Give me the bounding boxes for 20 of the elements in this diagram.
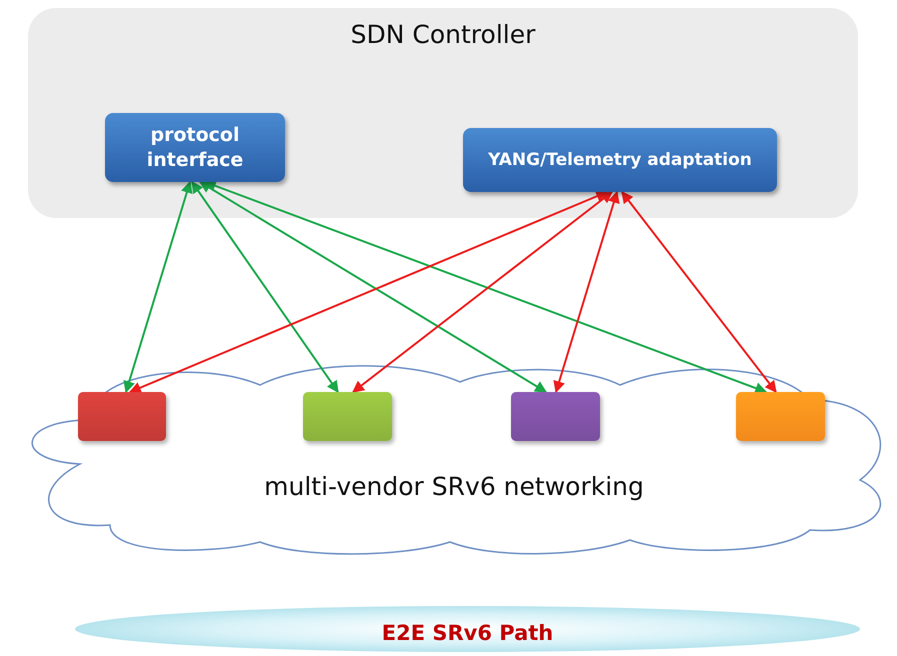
arrow [553,190,620,394]
device-box [736,392,825,441]
arrow [191,181,339,393]
arrow [198,181,548,393]
device-box [511,392,600,441]
device-box [303,392,392,441]
module-label: YANG/Telemetry adaptation [487,148,753,172]
path-label: E2E SRv6 Path [382,621,554,645]
controller-panel [28,8,858,218]
arrow [123,180,193,394]
arrow [621,191,777,393]
arrow [204,180,768,394]
arrow [352,191,613,393]
cloud-label: multi-vendor SRv6 networking [264,472,644,501]
device-box [78,392,166,441]
module-label: protocol interface [146,122,244,172]
arrow [128,190,608,394]
module-box [463,128,777,192]
module-box [105,113,285,182]
panel-title: SDN Controller [350,20,536,49]
